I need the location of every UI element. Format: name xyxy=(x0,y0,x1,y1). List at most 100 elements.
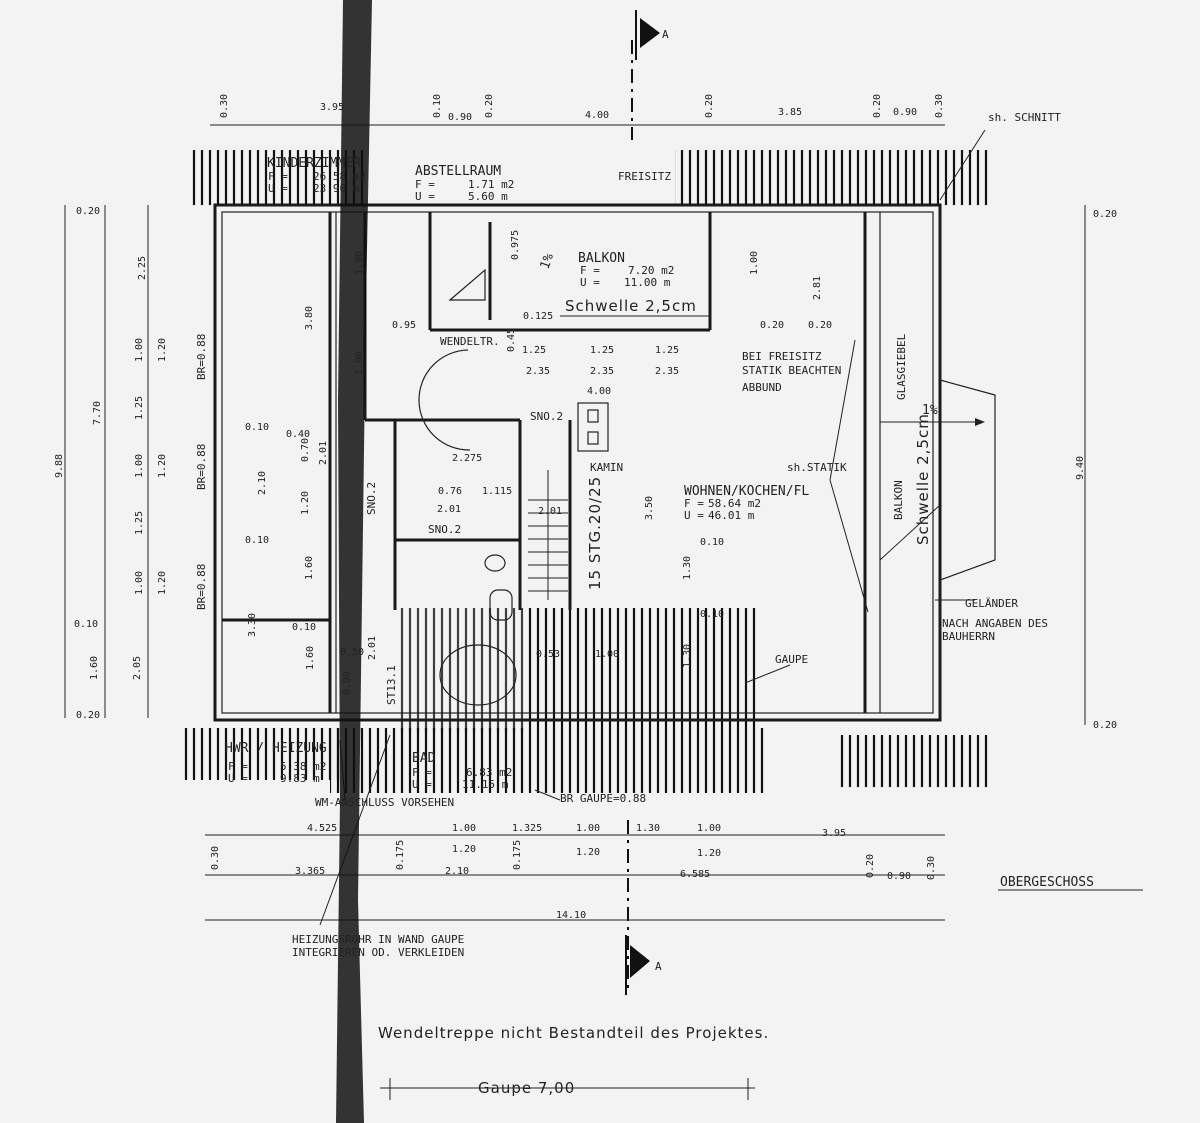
label-sh-statik: sh.STATIK xyxy=(787,461,847,474)
svg-text:U =: U = xyxy=(415,190,435,203)
svg-text:U =: U = xyxy=(684,509,704,522)
dim-d010d: 0.10 xyxy=(700,537,724,548)
dim-d0125: 0.125 xyxy=(523,311,553,322)
svg-text:U =: U = xyxy=(412,778,432,791)
svg-text:F =: F = xyxy=(580,264,600,277)
statik-line-2 xyxy=(829,479,869,613)
dim-top-1: 3.95 xyxy=(320,102,344,113)
dim-top-4: 0.20 xyxy=(484,94,495,118)
label-br-gaupe: BR GAUPE=0.88 xyxy=(560,792,646,805)
dim-top-3: 0.90 xyxy=(448,112,472,123)
dim-d010a: 0.10 xyxy=(245,422,269,433)
svg-text:F =: F = xyxy=(684,497,704,510)
svg-text:U =: U = xyxy=(580,276,600,289)
dim-d010e: 0.10 xyxy=(700,609,724,620)
dim-d160: 1.60 xyxy=(304,556,315,580)
svg-text:F =: F = xyxy=(228,760,248,773)
roof-hatch-bottom-left xyxy=(183,728,343,780)
roof-hatch-bottom-mid xyxy=(330,728,765,793)
dim-d235c: 2.35 xyxy=(655,366,679,377)
kamin-box xyxy=(577,402,609,452)
label-freisitz: FREISITZ xyxy=(618,170,671,183)
room-abstell-name: ABSTELLRAUM xyxy=(415,164,501,179)
staircase xyxy=(528,470,568,600)
dim-d130b: 1.30 xyxy=(682,644,693,668)
svg-text:F =: F = xyxy=(412,766,432,779)
dim-d100: 1.00 xyxy=(354,351,365,375)
dim-d050: 0.50 xyxy=(340,647,364,658)
label-statik-3: ABBUND xyxy=(742,381,782,394)
section-label-top: A xyxy=(662,28,669,41)
dim-d040: 0.40 xyxy=(286,429,310,440)
label-br-2: BR=0.88 xyxy=(195,444,208,490)
dims-right: 9.40 0.20 0.20 xyxy=(1075,209,1117,731)
dim-d235a: 2.35 xyxy=(526,366,550,377)
label-gelaender-note1: NACH ANGABEN DES xyxy=(942,617,1048,630)
svg-text:1.71 m2: 1.71 m2 xyxy=(468,178,514,191)
dim-left-3: 1.25 xyxy=(134,396,145,420)
dim-left-b-1: 1.20 xyxy=(157,454,168,478)
dim-left-10: 0.20 xyxy=(76,710,100,721)
dim-bot3-0: 0.30 xyxy=(210,846,221,870)
dim-left-9: 2.05 xyxy=(132,656,143,680)
roof-hatch-top-left xyxy=(190,150,365,205)
label-schwelle-top: Schwelle 2,5cm xyxy=(565,297,697,315)
label-glasgiebel: GLASGIEBEL xyxy=(895,333,908,400)
abstell-symbol xyxy=(448,268,486,301)
dim-d2275: 2.275 xyxy=(452,453,482,464)
dim-bot3-1: 3.365 xyxy=(295,866,325,877)
dim-d090: 0.90 xyxy=(342,671,353,695)
paper-fold xyxy=(336,0,372,1123)
dim-d281: 2.81 xyxy=(812,276,823,300)
svg-text:F =: F = xyxy=(415,178,435,191)
label-br-3: BR=0.88 xyxy=(195,564,208,610)
roof-hatch-bottom-right xyxy=(840,735,990,787)
dim-left-5: 1.25 xyxy=(134,511,145,535)
dim-top-6: 0.20 xyxy=(704,94,715,118)
label-st13: ST13.1 xyxy=(385,665,398,705)
dim-d380: 3.80 xyxy=(304,306,315,330)
svg-text:U =: U = xyxy=(228,772,248,785)
dim-d125a: 1.25 xyxy=(522,345,546,356)
dim-d020a: 0.20 xyxy=(760,320,784,331)
dim-d053: 0.53 xyxy=(536,649,560,660)
dim-left-outer: 9.88 xyxy=(54,454,65,478)
dim-bot3-4: 0.175 xyxy=(512,840,523,870)
slope-arrowhead xyxy=(975,418,985,426)
dim-d201b: 2.01 xyxy=(437,504,461,515)
dim-left-6: 1.00 xyxy=(134,571,145,595)
label-kamin: KAMIN xyxy=(590,461,623,474)
dim-bot3-6: 0.20 xyxy=(865,854,876,878)
section-arrow-bottom xyxy=(630,945,650,978)
dim-d076: 0.76 xyxy=(438,486,462,497)
dim-top-7: 3.85 xyxy=(778,107,802,118)
dim-bot1-6: 3.95 xyxy=(822,828,846,839)
br-gaupe-leader xyxy=(534,789,561,801)
label-sno2-c: SNO.2 xyxy=(365,482,378,515)
spiral-stair xyxy=(418,349,471,451)
dim-left-1: 2.25 xyxy=(137,256,148,280)
dim-bot2-1: 1.20 xyxy=(576,847,600,858)
svg-text:9.83 m: 9.83 m xyxy=(280,772,320,785)
label-heizung-1: HEIZUNGSROHR IN WAND GAUPE xyxy=(292,933,464,946)
dim-bot1-0: 4.525 xyxy=(307,823,337,834)
dim-d078: 0.70 xyxy=(300,438,311,462)
dim-top-10: 0.30 xyxy=(934,94,945,118)
label-statik-1: BEI FREISITZ xyxy=(742,350,822,363)
schnitt-leader xyxy=(939,129,986,201)
dim-top-2: 0.10 xyxy=(432,94,443,118)
label-balkon-right: BALKON xyxy=(892,480,905,520)
dim-d350: 3.50 xyxy=(644,496,655,520)
dim-d130: 1.30 xyxy=(682,556,693,580)
section-label-bottom: A xyxy=(655,960,662,973)
dim-bot2-2: 1.20 xyxy=(697,848,721,859)
dims-inner: 3.80 1.90 0.95 1.00 0.40 0.10 2.10 0.70 … xyxy=(245,230,832,695)
label-statik-2: STATIK BEACHTEN xyxy=(742,364,841,377)
svg-text:U =: U = xyxy=(268,182,288,195)
svg-text:23.90 m: 23.90 m xyxy=(313,182,360,195)
dim-right-0: 0.20 xyxy=(1093,209,1117,220)
svg-text:5.60 m: 5.60 m xyxy=(468,190,508,203)
svg-text:6.83 m2: 6.83 m2 xyxy=(466,766,512,779)
gaupe-leader xyxy=(744,664,791,684)
label-wendeltr: WENDELTR. xyxy=(440,335,500,348)
